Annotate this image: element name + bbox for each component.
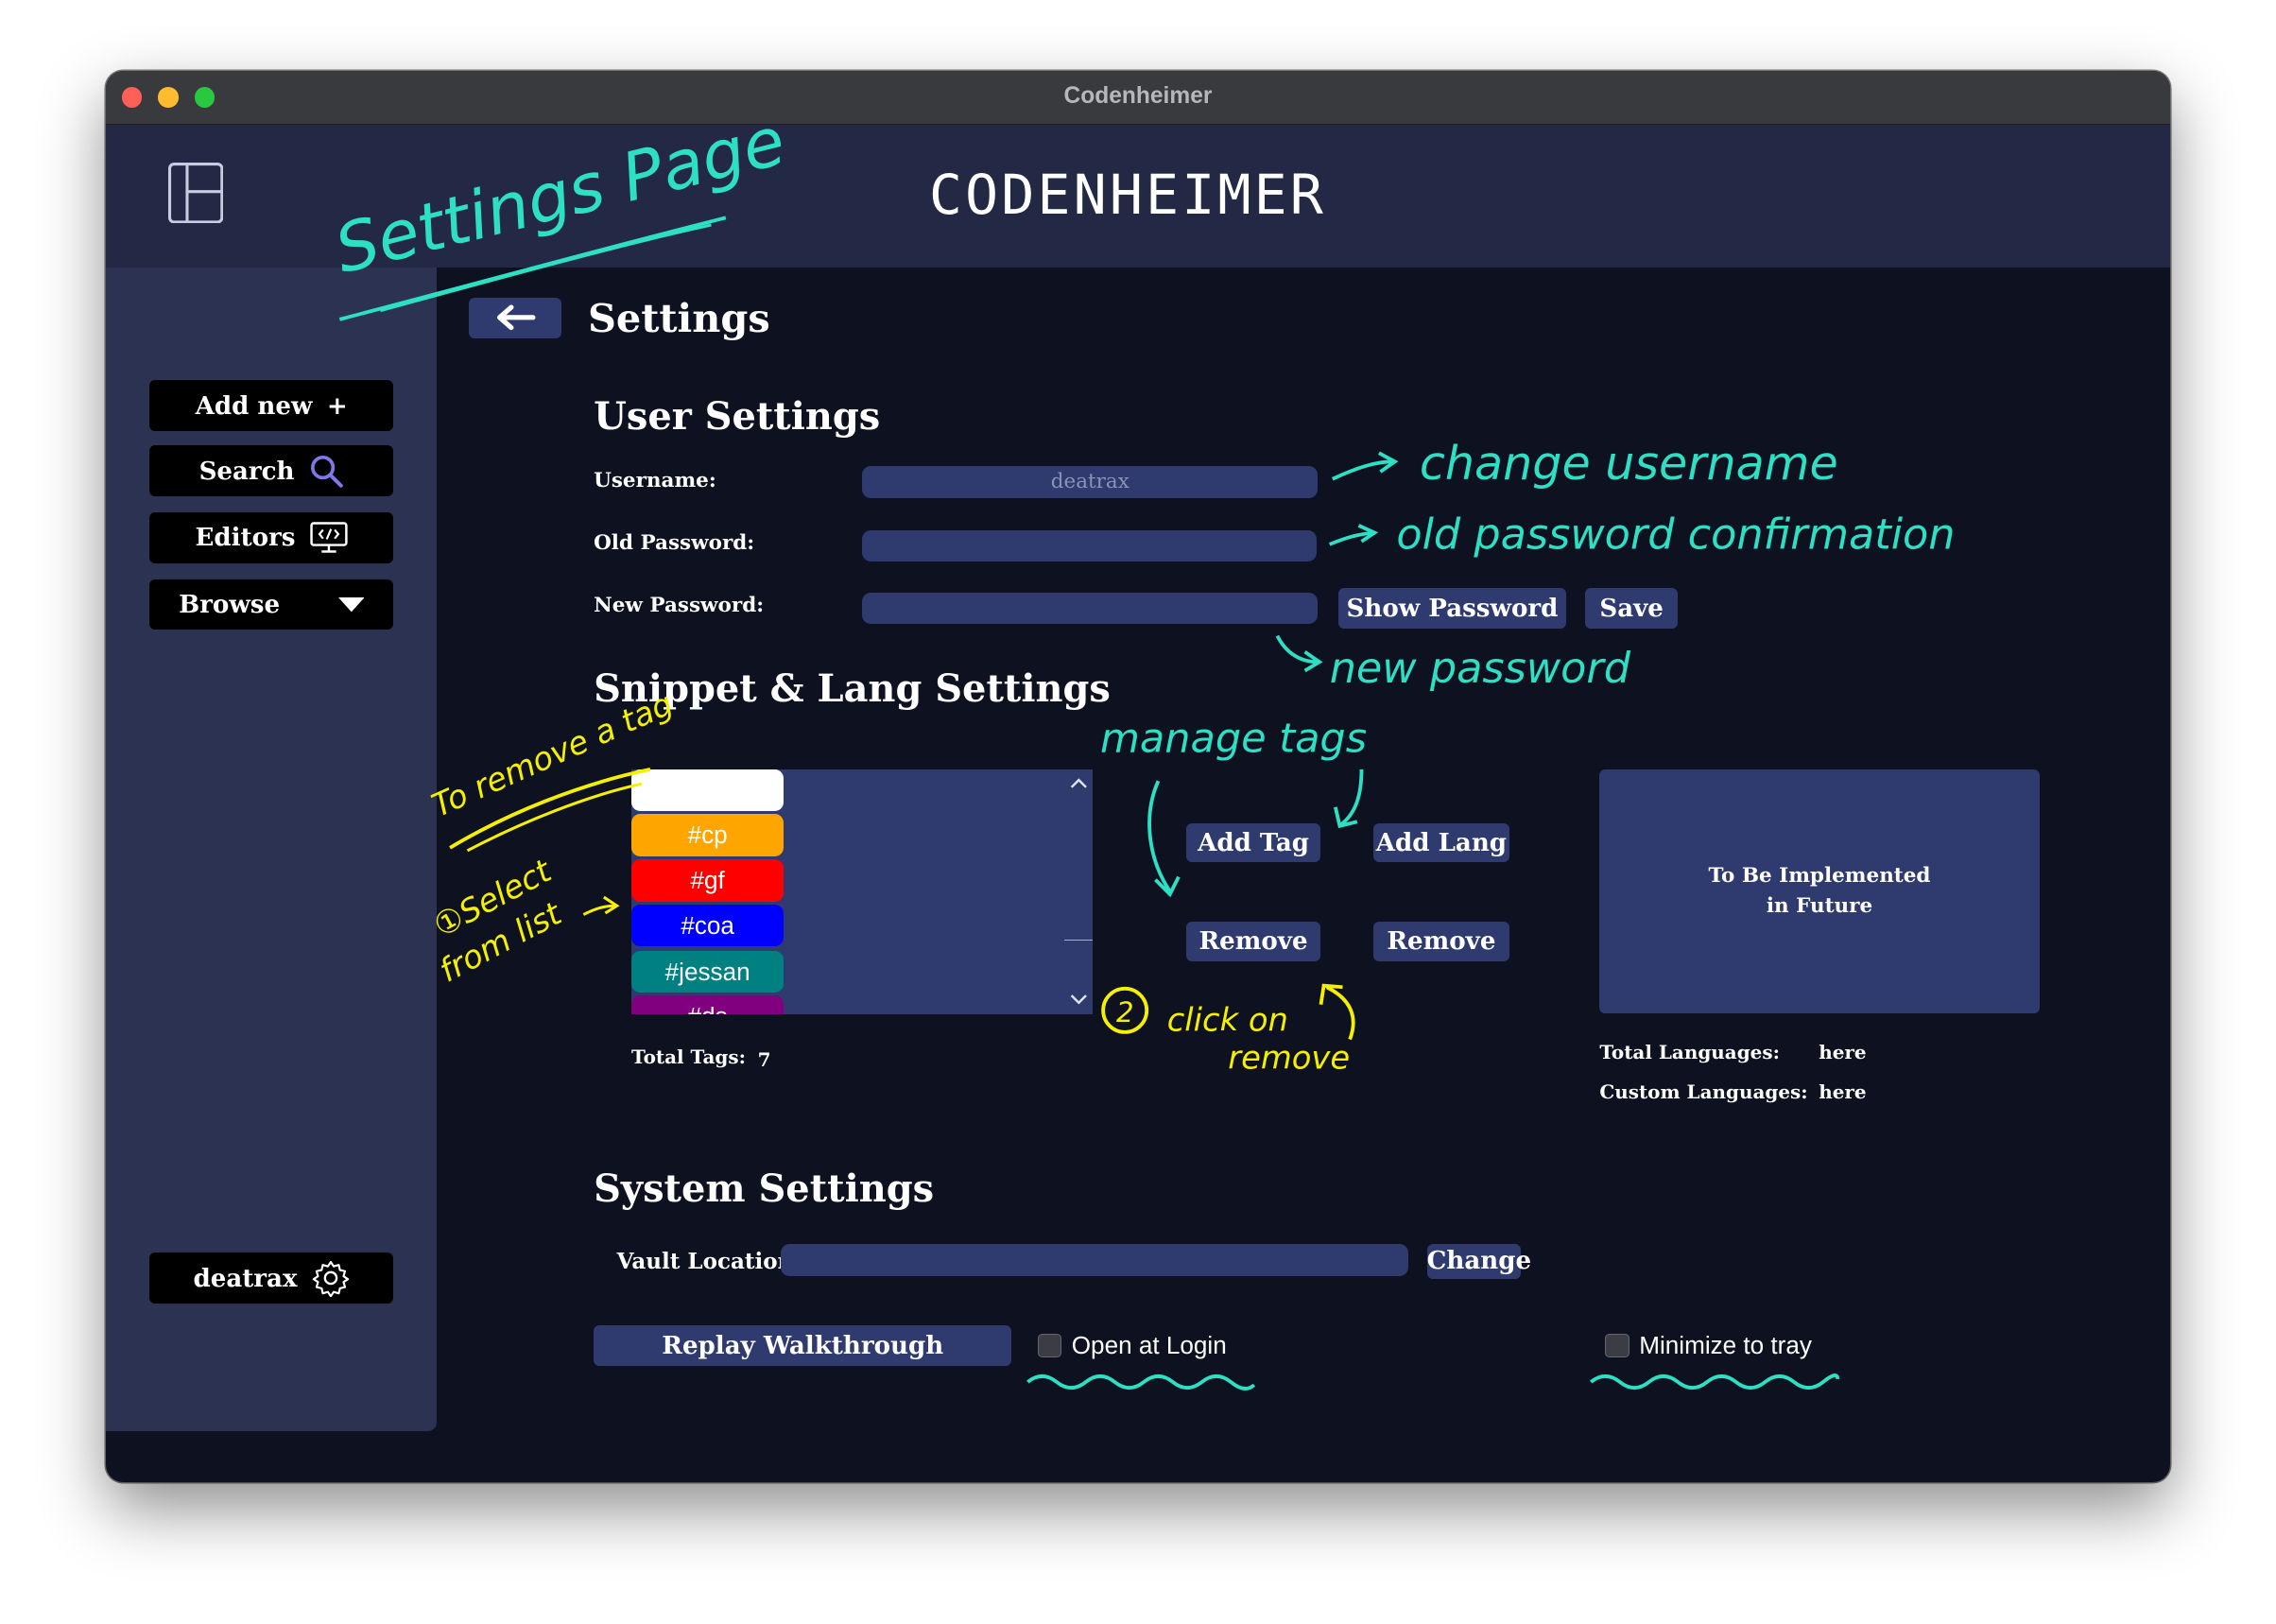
editors-button[interactable]: Editors	[149, 512, 394, 563]
minimize-to-tray-label: Minimize to tray	[1639, 1331, 1812, 1360]
editors-label: Editors	[195, 523, 296, 553]
remove-lang-button[interactable]: Remove	[1372, 922, 1510, 961]
back-button[interactable]	[469, 297, 562, 338]
tag-list[interactable]: #cp #gf #coa #jessan #ds	[631, 769, 1094, 1015]
search-icon	[310, 455, 343, 488]
dropdown-triangle-icon	[337, 596, 365, 613]
checkbox-box[interactable]	[1038, 1334, 1062, 1358]
future-feature-placeholder: To Be Implemented in Future	[1599, 769, 2040, 1013]
total-languages-label: Total Languages:	[1599, 1041, 1780, 1064]
back-arrow-icon	[496, 304, 536, 331]
total-tags-label: Total Tags:	[631, 1045, 746, 1068]
new-password-label: New Password:	[594, 594, 765, 618]
gear-icon	[312, 1261, 350, 1298]
username-label: deatrax	[193, 1263, 298, 1293]
search-label: Search	[198, 456, 295, 486]
search-button[interactable]: Search	[149, 445, 394, 497]
vault-location-label: Vault Location	[616, 1248, 794, 1274]
custom-languages-label: Custom Languages:	[1599, 1080, 1808, 1103]
plus-icon: +	[326, 390, 348, 421]
tag-item[interactable]: #coa	[631, 904, 785, 947]
title-bar: Codenheimer	[106, 71, 2170, 125]
tag-list-scrollbar[interactable]	[1063, 774, 1094, 941]
username-input[interactable]: deatrax	[862, 465, 1319, 498]
tag-item[interactable]: #ds	[631, 995, 785, 1015]
close-window-button[interactable]	[121, 87, 143, 108]
code-monitor-icon	[310, 522, 348, 553]
scroll-down-icon[interactable]	[1064, 990, 1094, 1010]
vault-location-input[interactable]	[781, 1244, 1408, 1276]
tag-item[interactable]: #jessan	[631, 950, 785, 993]
custom-languages-value: here	[1819, 1080, 1867, 1103]
browse-label: Browse	[179, 590, 281, 620]
old-password-label: Old Password:	[594, 531, 755, 556]
tag-item[interactable]	[631, 769, 785, 812]
tag-item[interactable]: #cp	[631, 814, 785, 857]
add-new-button[interactable]: Add new +	[149, 380, 394, 432]
sidebar-toggle-icon[interactable]	[168, 162, 224, 224]
save-button[interactable]: Save	[1584, 587, 1679, 629]
system-settings-title: System Settings	[594, 1166, 935, 1211]
future-box-line-1: To Be Implemented	[1708, 863, 1931, 888]
replay-walkthrough-button[interactable]: Replay Walkthrough	[594, 1325, 1012, 1367]
checkbox-box[interactable]	[1605, 1334, 1629, 1358]
old-password-input[interactable]	[862, 529, 1317, 562]
user-settings-title: User Settings	[594, 394, 881, 439]
zoom-window-button[interactable]	[194, 87, 216, 108]
snippet-lang-settings-title: Snippet & Lang Settings	[594, 667, 1111, 712]
tag-item[interactable]: #gf	[631, 859, 785, 902]
remove-tag-button[interactable]: Remove	[1185, 922, 1321, 961]
change-vault-button[interactable]: Change	[1426, 1244, 1531, 1279]
user-settings-button[interactable]: deatrax	[149, 1253, 394, 1304]
sidebar: Add new + Search Editors Browse	[106, 267, 438, 1432]
add-lang-button[interactable]: Add Lang	[1372, 822, 1510, 863]
new-password-input[interactable]	[862, 592, 1319, 625]
minimize-to-tray-checkbox[interactable]: Minimize to tray	[1605, 1331, 1812, 1360]
open-at-login-checkbox[interactable]: Open at Login	[1038, 1331, 1227, 1360]
scroll-up-icon[interactable]	[1064, 774, 1094, 794]
username-field-label: Username:	[594, 469, 716, 493]
total-languages-value: here	[1819, 1041, 1867, 1064]
window-title: Codenheimer	[1063, 82, 1213, 109]
app-window: Codenheimer CODENHEIMER Add new + Search…	[106, 71, 2170, 1482]
app-brand: CODENHEIMER	[928, 162, 1326, 227]
open-at-login-label: Open at Login	[1071, 1331, 1227, 1360]
app-header: CODENHEIMER	[106, 125, 2170, 268]
total-tags-value: 7	[757, 1047, 771, 1071]
page-title: Settings	[587, 294, 770, 341]
future-box-line-2: in Future	[1766, 893, 1873, 918]
add-tag-button[interactable]: Add Tag	[1185, 822, 1321, 863]
show-password-button[interactable]: Show Password	[1337, 587, 1566, 629]
minimize-window-button[interactable]	[158, 87, 179, 108]
browse-dropdown[interactable]: Browse	[149, 579, 394, 631]
add-new-label: Add new	[195, 390, 313, 421]
